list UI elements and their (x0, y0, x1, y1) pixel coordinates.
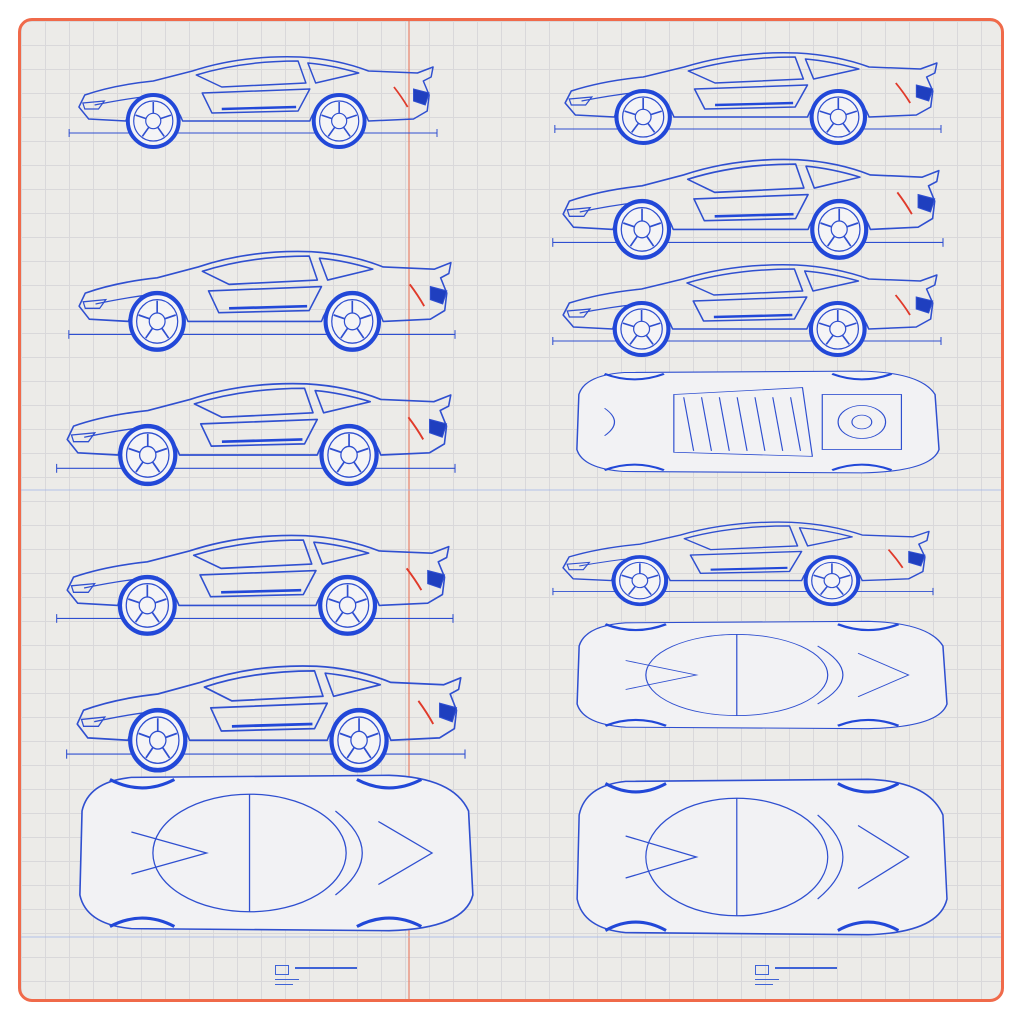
drawing-canvas (21, 21, 1001, 999)
car-side-profile (68, 56, 438, 149)
car-side-profile (68, 250, 456, 352)
car-side-profile (552, 264, 942, 357)
car-side-profile (552, 521, 934, 607)
car-underside-view (576, 370, 940, 474)
car-top-view (79, 774, 474, 932)
car-side-profile (56, 382, 456, 487)
car-side-profile (552, 158, 944, 260)
car-side-profile (66, 665, 466, 773)
car-side-profile (56, 534, 454, 636)
blueprint-sheet (18, 18, 1004, 1002)
car-top-view (576, 778, 948, 936)
title-block-left (275, 965, 359, 987)
car-top-view (576, 620, 948, 730)
title-block-right (755, 965, 839, 987)
car-side-profile (554, 52, 942, 145)
